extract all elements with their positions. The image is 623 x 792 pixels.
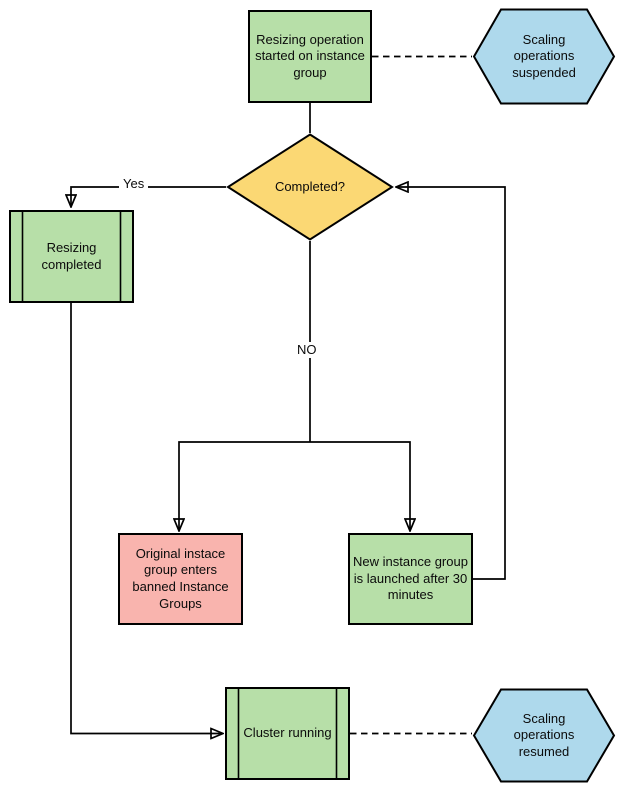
edge-yes-to-resizing-completed [71, 186, 226, 206]
node-resizing-completed: Resizing completed [9, 210, 134, 303]
node-cluster-running: Cluster running [225, 687, 350, 780]
edge-no-to-banned-group [179, 441, 310, 530]
process-shape [248, 10, 372, 103]
node-label: Resizing operation started on instance g… [255, 31, 365, 80]
node-completed-decision: Completed? [226, 133, 394, 241]
node-new-group: New instance group is launched after 30 … [348, 533, 473, 625]
node-scaling-resumed: Scaling operations resumed [472, 688, 616, 783]
node-label: New instance group is launched after 30 … [353, 554, 468, 603]
node-label: Scaling operations resumed [513, 710, 575, 759]
edge-label-yes: Yes [119, 176, 149, 192]
node-label: Original instace group enters banned Ins… [132, 545, 229, 611]
process-shape [348, 533, 473, 625]
node-label: Resizing completed [41, 239, 102, 272]
node-resizing-started: Resizing operation started on instance g… [248, 10, 372, 103]
node-banned-group: Original instace group enters banned Ins… [118, 533, 243, 625]
node-scaling-suspended: Scaling operations suspended [472, 8, 616, 105]
edge-no-to-new-group [310, 441, 410, 530]
edge-label-no: NO [293, 342, 321, 358]
hexagon-shape [472, 688, 616, 783]
node-label: Cluster running [243, 725, 332, 741]
hexagon-shape [472, 8, 616, 105]
edge-resizing-completed-to-cluster [70, 303, 222, 734]
node-label: Completed? [274, 178, 346, 194]
edge-new-group-to-decision [397, 187, 506, 580]
diamond-shape [226, 133, 394, 241]
node-label: Scaling operations suspended [512, 31, 576, 80]
predefined-process-shape [225, 687, 350, 780]
process-shape [118, 533, 243, 625]
predefined-process-shape [9, 210, 134, 303]
